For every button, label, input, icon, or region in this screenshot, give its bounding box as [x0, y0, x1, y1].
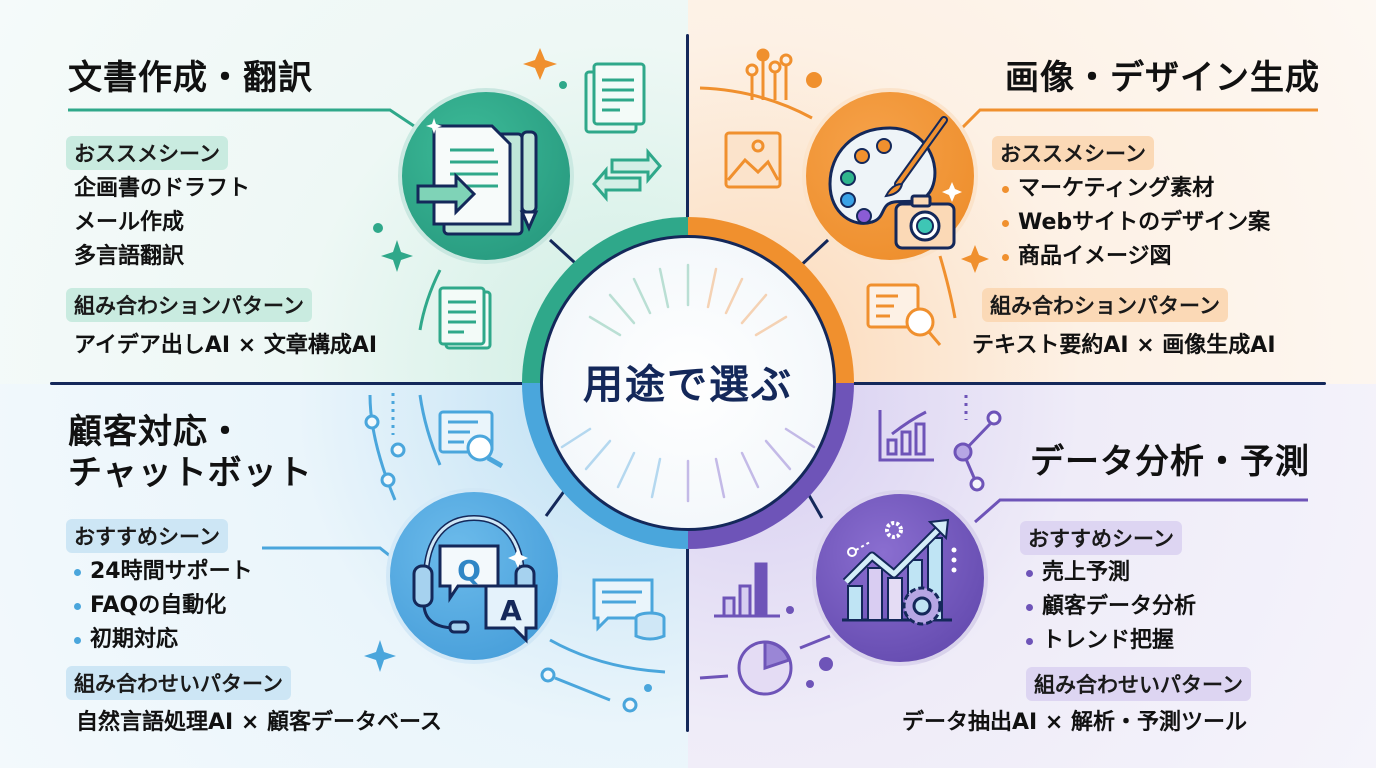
combo-label-document: 組み合わションパターン [66, 288, 312, 322]
center-title: 用途で選ぶ [583, 362, 793, 408]
combo-pattern-image: テキスト要約AI × 画像生成AI [972, 333, 1276, 358]
svg-text:Q: Q [457, 554, 481, 587]
scene-item: 初期対応 [72, 623, 253, 657]
title-line: チャットボット [68, 452, 313, 493]
search-document-icon [438, 410, 504, 469]
sparkle-icon [961, 245, 989, 273]
bar-chart-icon [878, 410, 934, 462]
title-line: 顧客対応・ [68, 412, 243, 452]
document-icon [584, 62, 646, 134]
combo-label-image: 組み合わションパターン [982, 288, 1228, 322]
chart-gear-icon [842, 518, 957, 626]
scene-item: Webサイトのデザイン案 [1000, 206, 1270, 240]
combo-label-analytics: 組み合わせいパターン [1026, 667, 1251, 701]
document-pen-icon [416, 118, 539, 236]
combo-pattern-document: アイデア出しAI × 文章構成AI [74, 333, 378, 358]
bar-chart-icon [714, 562, 780, 618]
scene-list-document: 企画書のドラフト メール作成 多言語翻訳 [74, 172, 250, 274]
scene-item: 多言語翻訳 [74, 244, 185, 269]
scene-label-support: おすすめシーン [66, 519, 228, 553]
sparkle-icon [381, 240, 413, 272]
scene-item: トレンド把握 [1024, 624, 1196, 658]
image-icon [724, 131, 782, 189]
sparkle-icon [523, 48, 557, 80]
combo-label-support: 組み合わせいパターン [66, 666, 291, 700]
quadrant-title-support: 顧客対応・ チャットボット [68, 412, 313, 494]
circuit-icon [745, 48, 793, 100]
palette-camera-icon [828, 116, 962, 250]
scene-item: マーケティング素材 [1000, 172, 1270, 206]
document-icon-circle [398, 88, 574, 264]
pie-chart-icon [737, 640, 793, 696]
scene-list-analytics: 売上予測 顧客データ分析 トレンド把握 [1024, 556, 1196, 658]
swap-arrows-icon [592, 147, 662, 203]
sunburst-rays-icon [560, 263, 816, 503]
combo-pattern-analytics: データ抽出AI × 解析・予測ツール [902, 710, 1247, 735]
scene-label-image: おススメシーン [992, 136, 1154, 170]
sparkle-icon [364, 640, 396, 672]
scene-label-document: おススメシーン [66, 136, 228, 170]
headset-qa-icon: Q A [412, 514, 538, 644]
svg-text:A: A [500, 594, 522, 627]
quadrant-title-document: 文書作成・翻訳 [68, 58, 313, 98]
quadrant-title-analytics: データ分析・予測 [1030, 442, 1310, 482]
scene-item: FAQの自動化 [72, 589, 253, 623]
scene-item: 売上予測 [1024, 556, 1196, 590]
chat-database-icon [592, 578, 666, 641]
scene-item: メール作成 [74, 210, 185, 235]
network-node-icon [953, 395, 1002, 492]
scene-item: 顧客データ分析 [1024, 590, 1196, 624]
combo-pattern-support: 自然言語処理AI × 顧客データベース [76, 710, 442, 735]
scene-item: 商品イメージ図 [1000, 240, 1270, 274]
document-icon [438, 286, 492, 350]
scene-list-support: 24時間サポート FAQの自動化 初期対応 [72, 555, 253, 657]
search-document-icon [866, 283, 942, 346]
scene-item: 24時間サポート [72, 555, 253, 589]
scene-label-analytics: おすすめシーン [1020, 521, 1182, 555]
quadrant-title-image: 画像・デザイン生成 [1005, 58, 1320, 98]
scene-list-image: マーケティング素材 Webサイトのデザイン案 商品イメージ図 [1000, 172, 1270, 274]
scene-item: 企画書のドラフト [74, 176, 251, 201]
